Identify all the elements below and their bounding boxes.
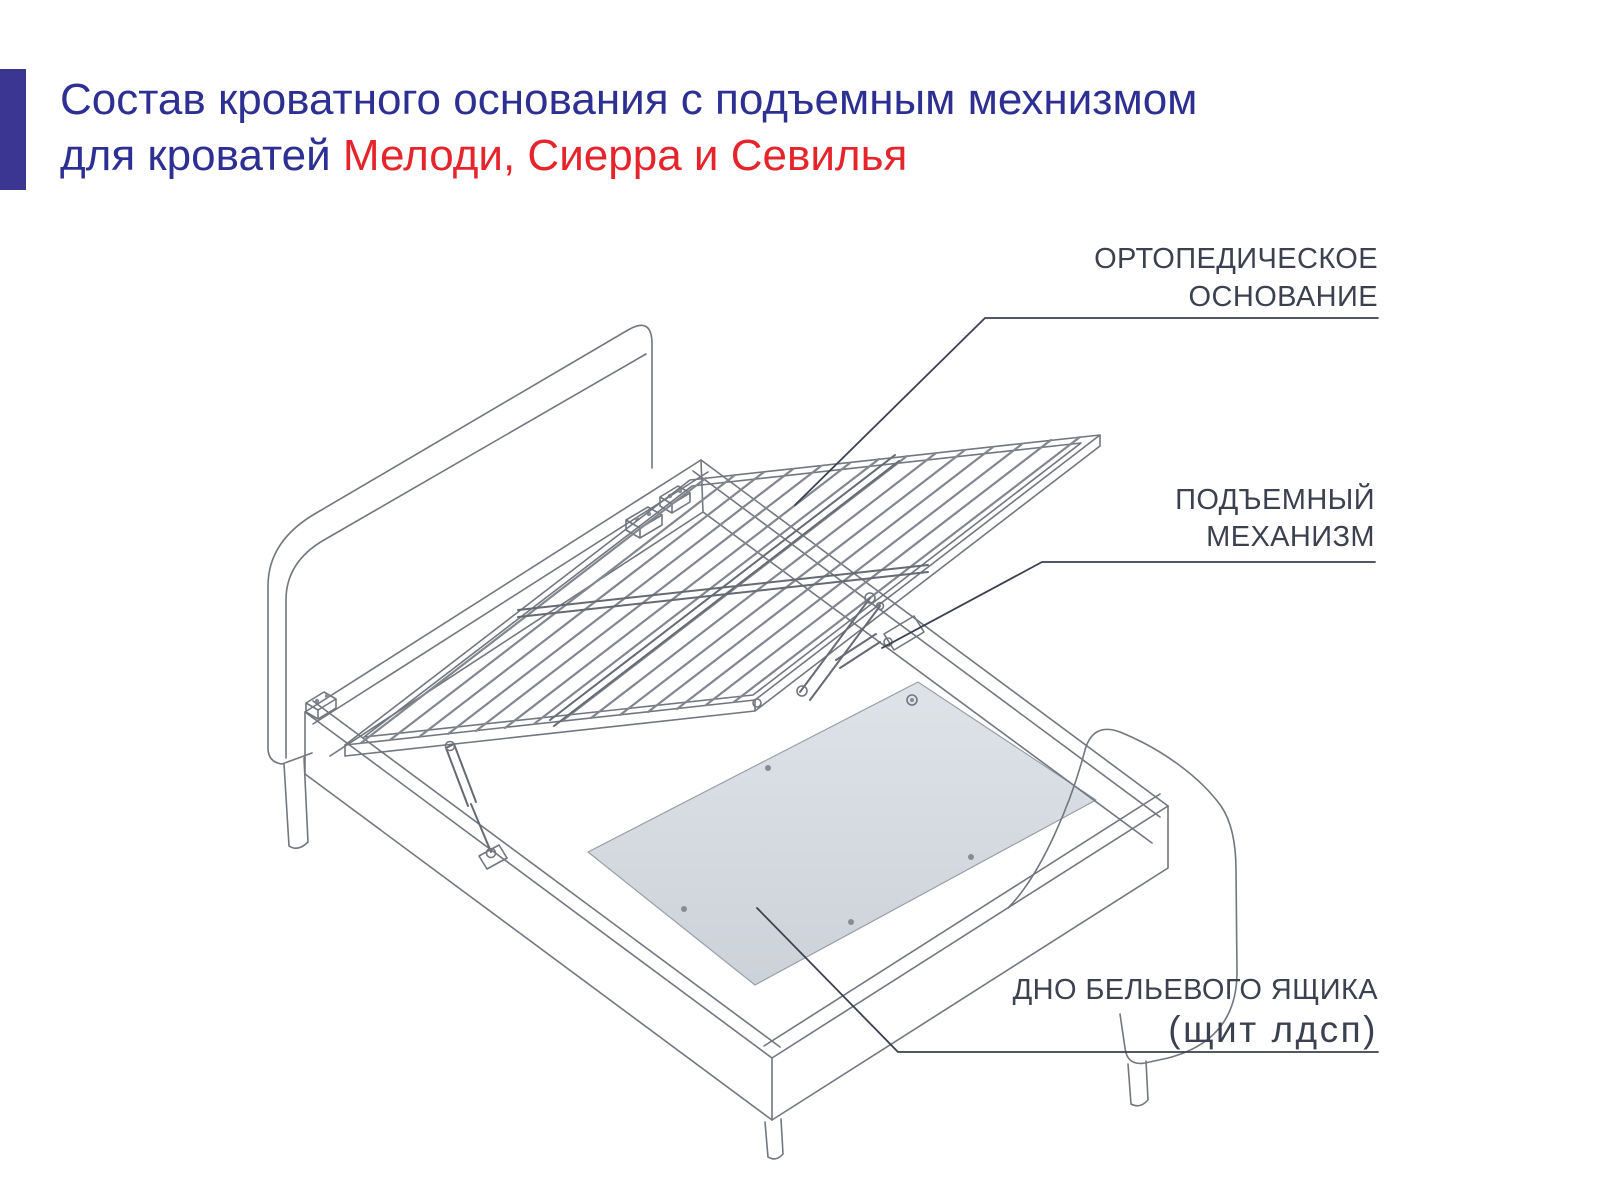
slat-line: [618, 448, 967, 717]
bracket-hole: [677, 488, 683, 494]
base-cross-beam: [549, 454, 900, 727]
arm-pivot: [796, 685, 808, 697]
arm-pivot: [864, 592, 876, 604]
panel-fastener: [848, 919, 854, 925]
storage-box: [304, 459, 1169, 1121]
lift-mechanism: [444, 592, 925, 870]
slat-line: [646, 445, 995, 714]
headboard-outline: [267, 324, 653, 765]
bracket-hole: [314, 698, 320, 704]
callout-lift-mechanism: ПОДЪЕМНЫЙ МЕХАНИЗМ: [1175, 482, 1375, 556]
callout-orthopedic-base: ОРТОПЕДИЧЕСКОЕ ОСНОВАНИЕ: [1094, 240, 1378, 316]
title-line2-prefix: для кроватей: [60, 131, 343, 180]
base-hinge: [752, 698, 762, 708]
footboard-leg: [1127, 1060, 1149, 1107]
slat-line: [589, 451, 938, 720]
strut-pivot: [444, 740, 456, 752]
slat-line: [359, 476, 708, 745]
lift-callout-line: [881, 561, 1376, 649]
box-rail-inner-edges: [312, 470, 1161, 1048]
callout-lift-line1: ПОДЪЕМНЫЙ: [1175, 484, 1375, 516]
footboard: [1007, 728, 1238, 1107]
title-model-names: Мелоди, Сиерра и Севилья: [342, 131, 908, 180]
panel-fastener: [681, 906, 687, 912]
panel-fastener: [765, 765, 771, 771]
box-near-right-rail: [771, 805, 1169, 1121]
title-line-2: для кроватей Мелоди, Сиерра и Севилья: [60, 128, 1197, 184]
callout-bottom-line2: (щит лдсп): [1168, 1009, 1378, 1050]
title-line-1: Состав кроватного основания с подъемным …: [60, 75, 1198, 124]
slat-line: [732, 435, 1082, 704]
bracket-hole: [324, 693, 330, 699]
page-title: Состав кроватного основания с подъемным …: [60, 72, 1197, 184]
ortho-callout-line: [794, 317, 1379, 506]
bracket-block: [305, 691, 337, 720]
headboard-edge-line: [285, 353, 647, 759]
callout-ortho-line1: ОРТОПЕДИЧЕСКОЕ: [1094, 243, 1378, 275]
gas-strut-cylinder: [445, 743, 477, 807]
panel-fastener: [968, 854, 974, 860]
callout-lines: [756, 317, 1379, 1053]
front-corner-leg: [764, 1118, 784, 1160]
footboard-outline: [1007, 728, 1238, 1065]
callout-lift-line2: МЕХАНИЗМ: [1206, 521, 1375, 553]
callout-drawer-bottom: ДНО БЕЛЬЕВОГО ЯЩИКА (щит лдсп): [1013, 972, 1378, 1051]
slat-line: [446, 467, 795, 736]
gas-strut-rod: [470, 803, 492, 853]
slat-line: [417, 470, 766, 739]
slat-line: [474, 464, 823, 733]
slat-line: [675, 442, 1024, 711]
drawer-bottom-panel: [587, 681, 1097, 986]
arm-pivot: [875, 601, 885, 611]
callout-bottom-line1: ДНО БЕЛЬЕВОГО ЯЩИКА: [1012, 974, 1378, 1006]
title-accent-bar: [0, 69, 26, 190]
panel-latch: [906, 694, 918, 706]
slat-line: [532, 457, 881, 726]
strut-bracket: [478, 844, 508, 870]
headboard: [267, 324, 653, 850]
base-frame-inner: [363, 442, 1082, 738]
base-frame-side: [344, 434, 1101, 757]
box-near-left-rail: [304, 711, 773, 1121]
slat-line: [503, 461, 852, 730]
slat-line: [388, 473, 737, 742]
lift-arm-link: [835, 633, 881, 669]
callout-ortho-line2: ОСНОВАНИЕ: [1188, 281, 1378, 313]
panel-latch-pin: [910, 698, 914, 702]
box-head-rim: [304, 459, 702, 713]
bottom-callout-line: [756, 907, 1379, 1053]
orthopedic-slatted-base: [344, 434, 1101, 757]
slat-line: [704, 438, 1053, 707]
